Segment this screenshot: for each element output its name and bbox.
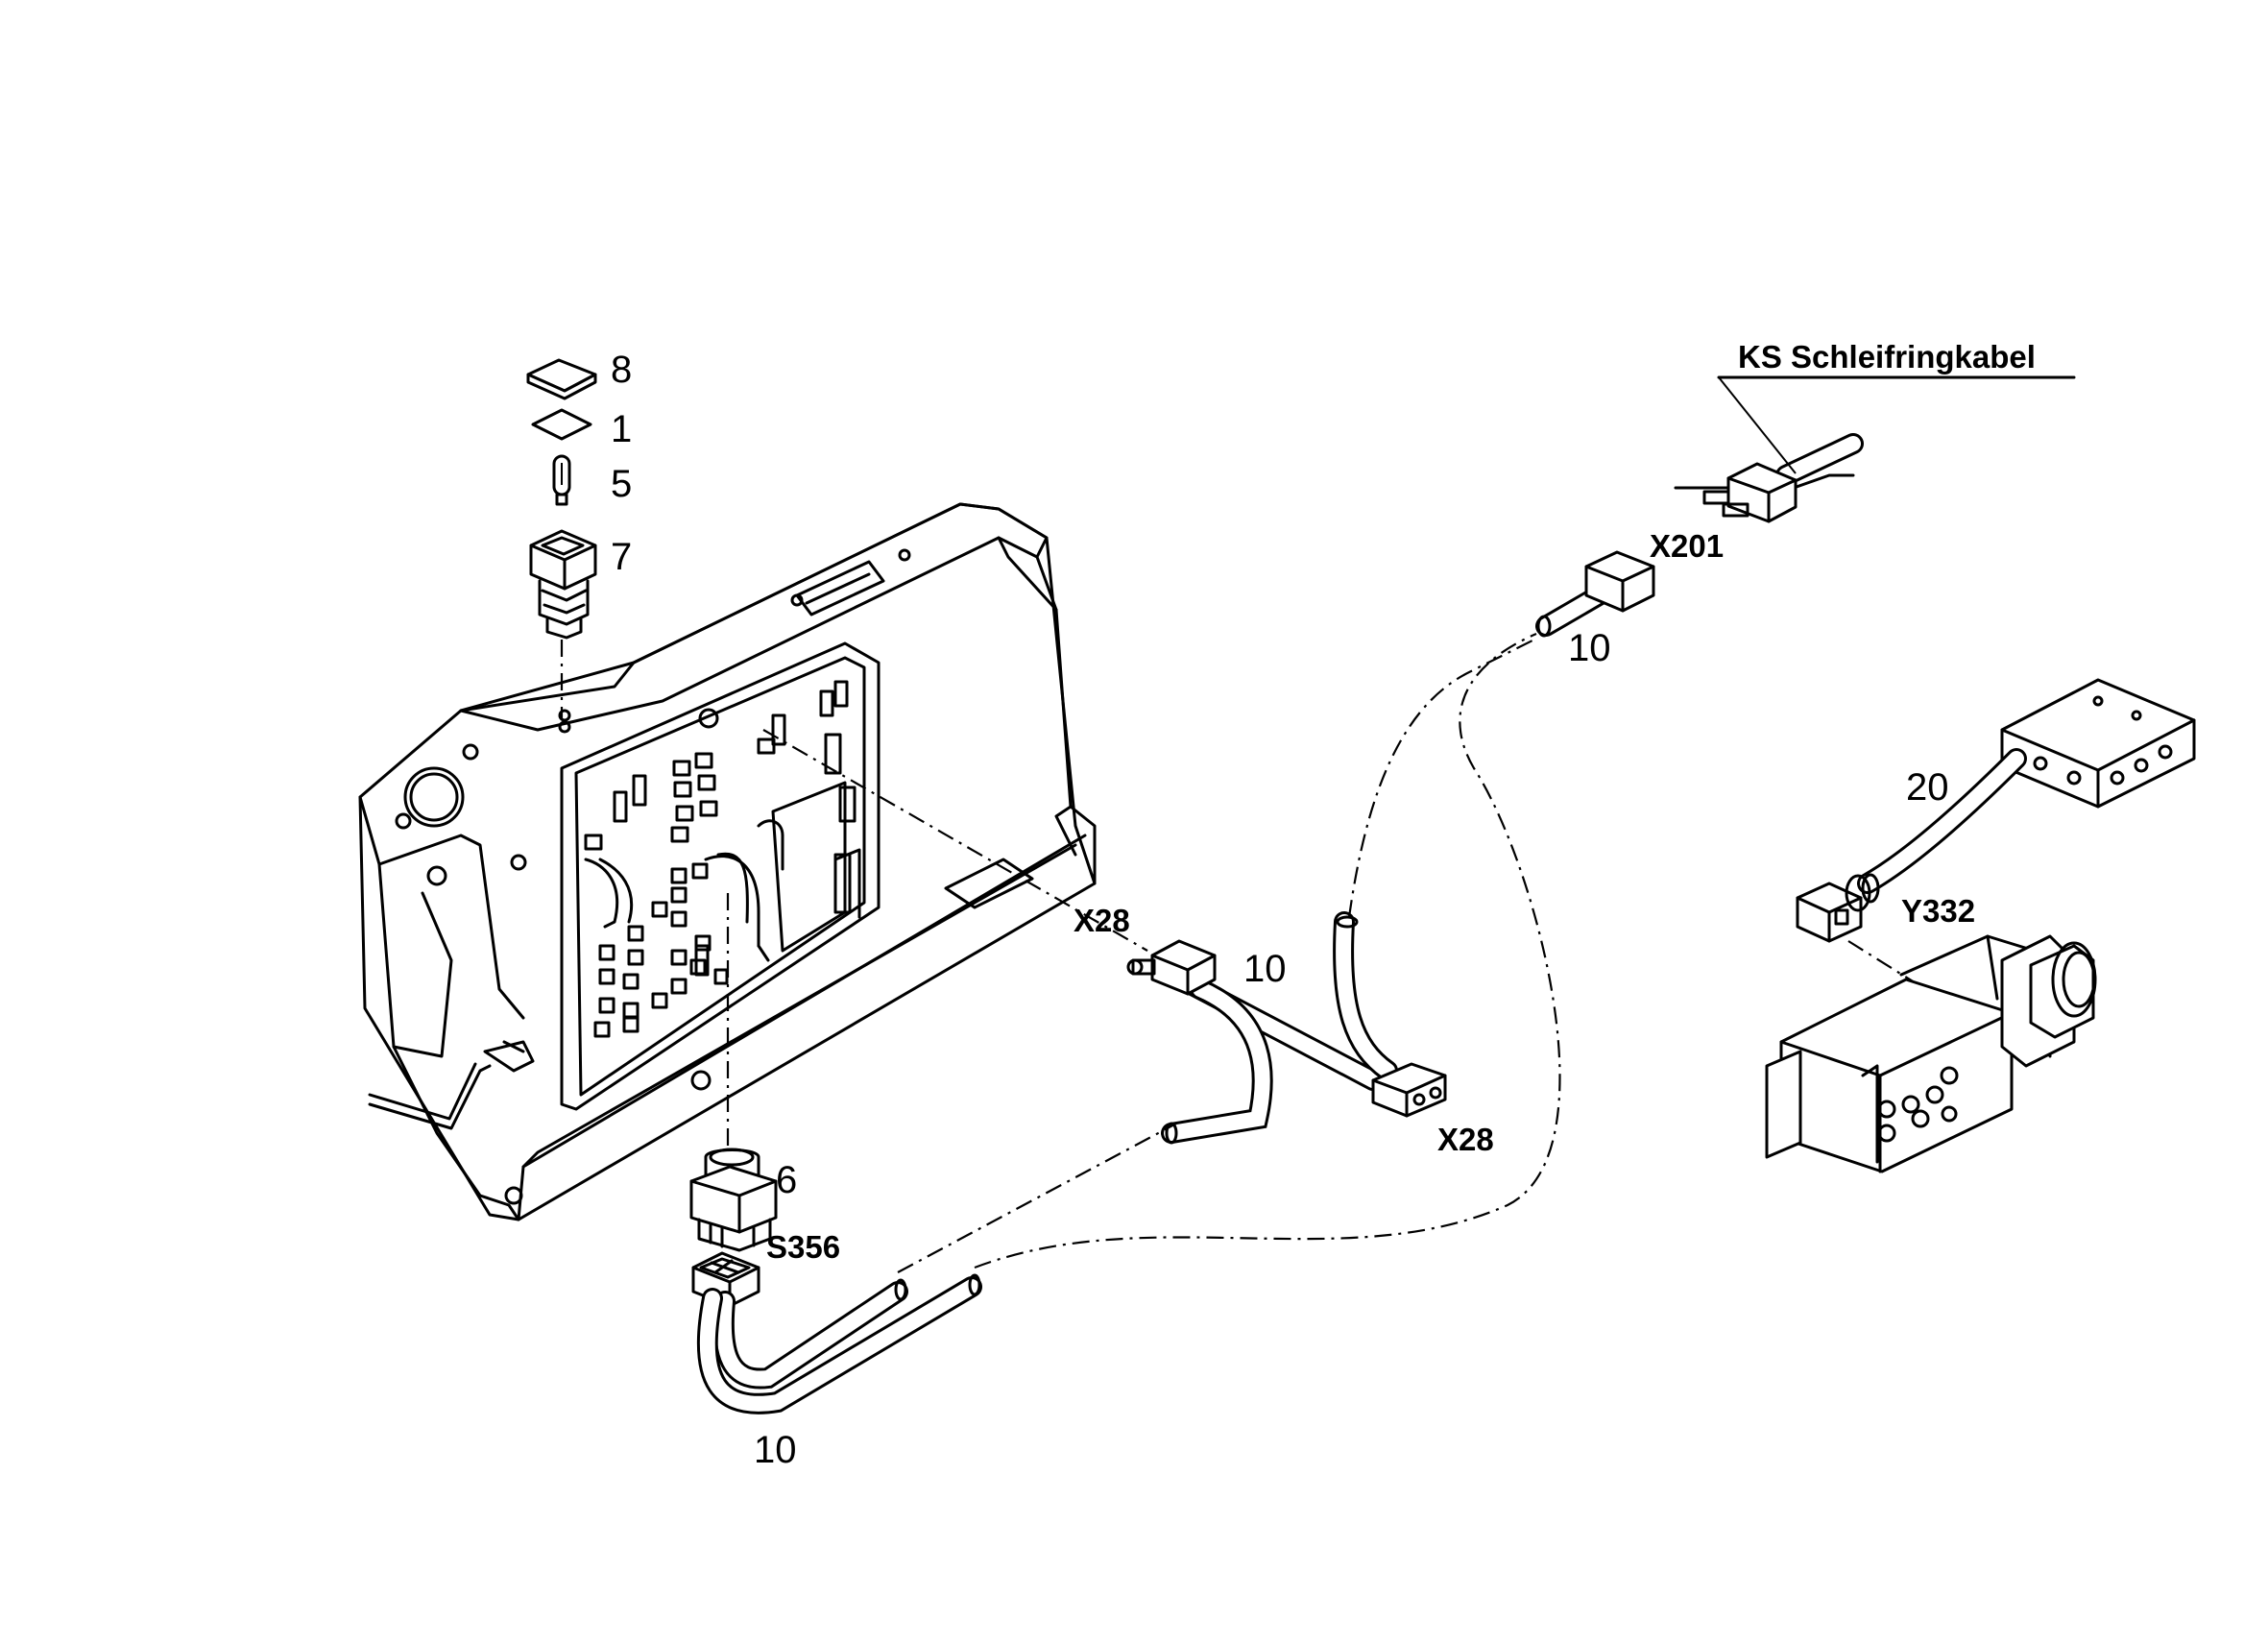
junction-box-part-20 [2000, 678, 2196, 809]
ks-slip-ring-cable [1674, 375, 2076, 523]
label-part-5: 5 [611, 463, 632, 505]
pcb-components [584, 680, 857, 1038]
label-x28-left: X28 [1074, 903, 1130, 938]
label-part-20: 20 [1906, 766, 1949, 809]
label-ks-cable: KS Schleifringkabel [1738, 339, 2036, 375]
solenoid-valve [1765, 934, 2097, 1173]
switch-part-6 [689, 1148, 778, 1252]
label-part-10-mid: 10 [1243, 948, 1287, 990]
label-x201: X201 [1650, 528, 1724, 564]
label-part-10-bottom: 10 [754, 1429, 797, 1471]
label-part-1: 1 [611, 408, 632, 450]
label-x28-right: X28 [1437, 1122, 1494, 1157]
label-part-10-top: 10 [1568, 627, 1611, 669]
wiring-harness-part-10 [696, 550, 1655, 1414]
valve-plug-y332 [1796, 873, 1880, 943]
control-box-housing [358, 502, 1097, 1221]
label-part-7: 7 [611, 536, 632, 578]
callout-labels: 8 1 5 7 6 S356 10 X28 10 X28 X201 10 KS … [611, 339, 2036, 1471]
harness-routing-lines [762, 632, 1561, 1273]
lamp-cap-part-8 [526, 358, 597, 400]
label-y332: Y332 [1901, 893, 1975, 929]
lens-part-1 [531, 408, 592, 441]
label-part-6: 6 [776, 1159, 797, 1201]
label-part-8: 8 [611, 349, 632, 391]
label-s356: S356 [766, 1229, 840, 1265]
bulb-part-5 [552, 454, 571, 506]
lamp-socket-part-7 [529, 529, 597, 640]
